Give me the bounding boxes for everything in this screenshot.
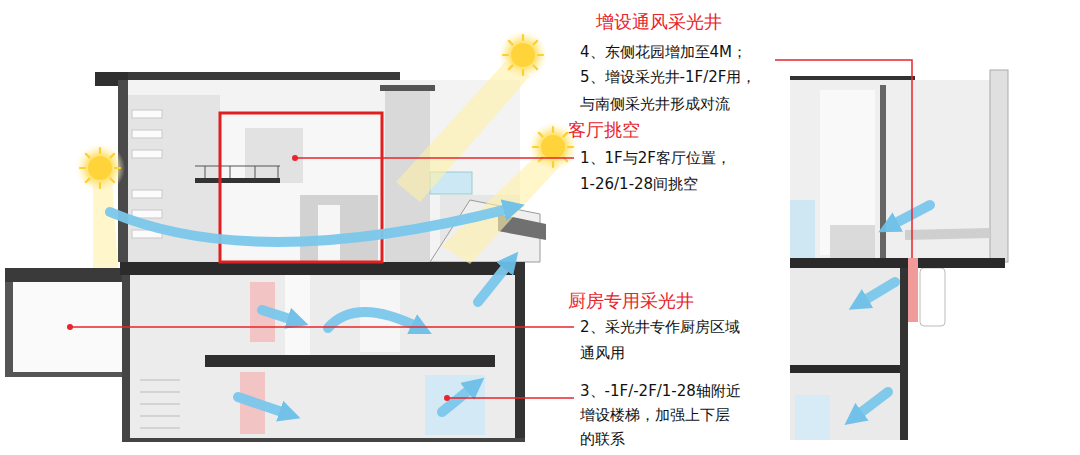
railing	[195, 166, 280, 178]
airflow-arrow	[238, 397, 288, 414]
mid-slab	[205, 355, 495, 367]
detail-wall	[900, 268, 908, 440]
detail-fill	[790, 80, 1005, 260]
airflow-arrow	[478, 262, 510, 302]
detail-mid-slab	[790, 365, 905, 373]
tower-cap	[380, 85, 435, 91]
detail-roof	[790, 76, 915, 80]
section-heading: 客厅挑空	[568, 117, 640, 143]
basement-wall	[515, 262, 525, 440]
lower-stair	[140, 404, 180, 405]
annotation-text: 4、东侧花园增加至4M；	[580, 39, 747, 65]
court-slab	[5, 268, 123, 282]
airflow-arrow	[110, 208, 512, 242]
sun-symbol	[498, 30, 548, 80]
wall-panel	[300, 195, 378, 262]
roof-slab	[95, 72, 400, 80]
doorway	[318, 205, 340, 262]
airflow-arrows	[110, 205, 930, 417]
detail-canopy	[905, 228, 990, 240]
stair	[132, 190, 162, 198]
annotation-text: 2、采光井专作厨房区域通风用	[580, 314, 748, 366]
glass	[795, 395, 830, 440]
annotation-text: 5、增设采光井-1F/2F用，与南侧采光井形成对流	[580, 64, 763, 118]
leader-dots	[67, 155, 450, 401]
railing	[278, 166, 279, 178]
balcony-slab	[195, 178, 280, 183]
glass	[425, 375, 485, 435]
court-floor	[5, 372, 125, 377]
annotation-text: 3、-1F/-2F/1-28轴附近增设楼梯，加强上下层的联系	[580, 379, 744, 451]
bottom-slab	[122, 438, 525, 442]
lower-floors	[5, 262, 525, 442]
lower-stair	[140, 380, 180, 381]
section-heading: 增设通风采光井	[596, 10, 722, 34]
airflow-arrow	[890, 205, 930, 226]
lower-stair	[140, 380, 180, 428]
detail-block	[830, 225, 875, 258]
ground-slab	[120, 262, 525, 275]
wall-panel	[245, 128, 303, 183]
lower-stair	[140, 392, 180, 393]
leader-dot	[67, 324, 73, 330]
light-well	[908, 258, 918, 322]
leader-line	[70, 326, 574, 328]
airflow-arrow	[855, 392, 888, 417]
railing	[255, 166, 256, 178]
lower-stair	[140, 428, 180, 429]
leader-line	[447, 397, 574, 399]
airflow-arrow	[328, 312, 420, 328]
detail-lower	[790, 268, 905, 440]
airflow-arrow	[860, 282, 895, 303]
railing	[230, 166, 231, 178]
leader-line	[295, 157, 574, 159]
court-wall	[5, 282, 13, 377]
detail-panel	[990, 70, 1008, 262]
railing	[205, 166, 206, 178]
basement-fill	[130, 275, 520, 440]
stair	[132, 130, 162, 138]
airflow-arrow	[442, 386, 474, 412]
stair	[132, 150, 162, 158]
sun-beams	[93, 62, 560, 268]
lower-stair	[140, 416, 180, 417]
leader-lines	[70, 60, 912, 398]
detail-slab	[790, 258, 1005, 268]
sun-symbol	[75, 143, 125, 193]
glass	[790, 200, 815, 258]
basement-wall	[122, 275, 130, 440]
section-heading: 厨房专用采光井	[568, 288, 694, 314]
leader-dot	[292, 155, 298, 161]
railing	[195, 166, 280, 167]
stair	[132, 110, 162, 118]
airflow-arrow	[262, 310, 296, 321]
detail-section	[790, 70, 1008, 440]
detail-wall	[880, 85, 886, 260]
leader-line	[775, 60, 912, 258]
cylinder	[920, 268, 945, 326]
leader-dot	[444, 395, 450, 401]
annotation-text: 1、1F与2F客厅位置，1-26/1-28间挑空	[580, 145, 738, 197]
